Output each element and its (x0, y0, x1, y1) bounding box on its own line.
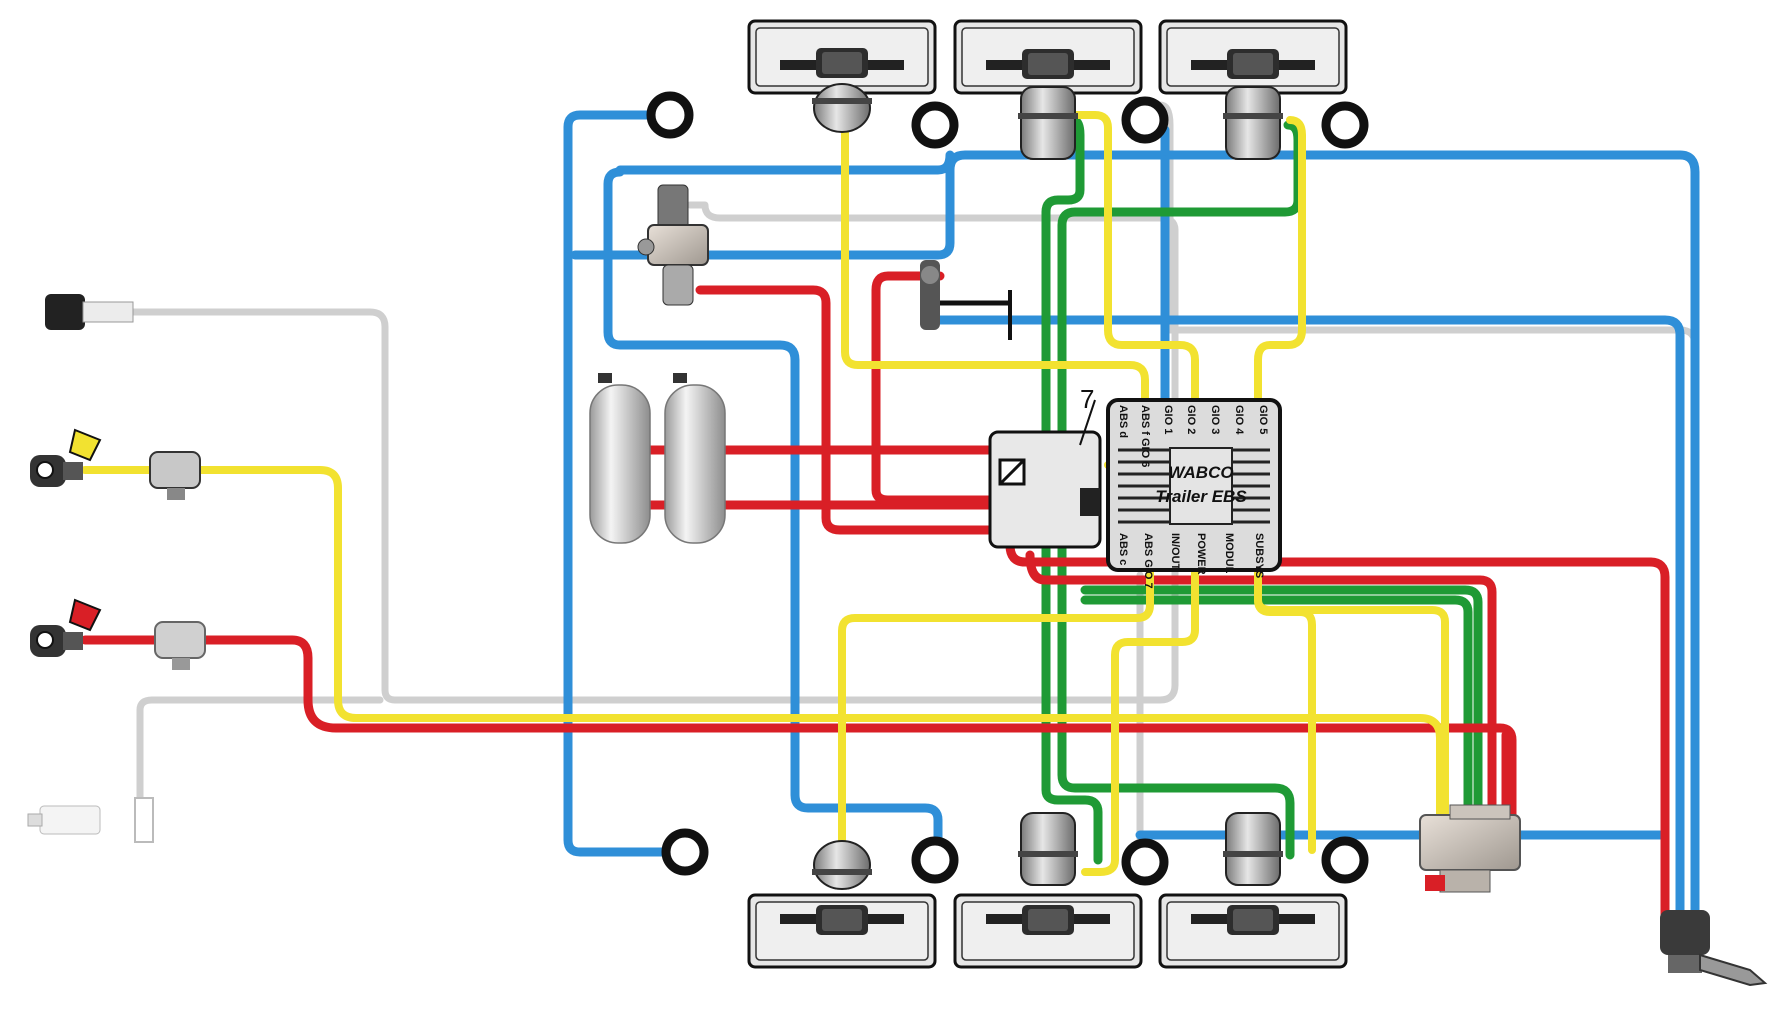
port-abs-gio7: ABS GIO 7 (1142, 533, 1154, 589)
wheel-sensors (646, 91, 1369, 886)
port-in-out: IN/OUT (1169, 533, 1181, 571)
module-top-ports: ABS d ABS f GIO 6 GIO 1 GIO 2 GIO 3 GIO … (1117, 405, 1269, 467)
socket-handle (1660, 910, 1768, 987)
air-tanks (589, 373, 726, 544)
port-gio4: GIO 4 (1233, 405, 1245, 435)
port-power: POWER (1195, 533, 1207, 575)
green-line-right-a (1080, 585, 1483, 815)
brake-chamber-top-1 (812, 48, 872, 133)
brake-chamber-top-2 (1018, 49, 1078, 160)
yellow-line-top-left (841, 116, 1149, 409)
brake-chamber-bottom-1 (812, 840, 872, 935)
red-line-coupling (80, 635, 1517, 825)
sensor-ring-bottom-4 (1321, 836, 1369, 884)
sensor-ring-top-2 (911, 101, 959, 149)
electric-connector (45, 294, 134, 330)
blue-line-mid-cross (615, 150, 955, 175)
sensor-ring-top-3 (1121, 96, 1169, 144)
port-gio1: GIO 1 (1162, 405, 1174, 434)
port-subsys: SUBSYS (1253, 533, 1265, 578)
yellow-line-top-right (1254, 116, 1306, 409)
port-gio2: GIO 2 (1185, 405, 1197, 434)
red-line-valve-loop (695, 285, 1005, 535)
sensor-ring-bottom-2 (911, 836, 959, 884)
yellow-line-top-mid (1071, 111, 1199, 409)
brake-chamber-bottom-3 (1223, 812, 1283, 935)
green-line-top-left (1041, 115, 1103, 865)
brake-chamber-top-3 (1223, 49, 1283, 160)
control-line-filter (149, 451, 201, 500)
module-name: Trailer EBS (1155, 487, 1247, 506)
red-line-module-out-b (1025, 550, 1497, 825)
ebs-module: WABCO Trailer EBS ABS d ABS f GIO 6 GIO … (1106, 398, 1282, 589)
ebs-relay-valve: 7 (988, 384, 1102, 549)
sensor-ring-bottom-3 (1121, 838, 1169, 886)
control-lines (81, 111, 1449, 876)
delivery-lines (563, 110, 1700, 925)
sensor-ring-bottom-1 (661, 828, 709, 876)
port-abs-c: ABS c (1117, 533, 1129, 565)
supply-line-filter (154, 621, 206, 670)
brake-chambers (812, 48, 1283, 935)
red-line-relay-feed (871, 271, 1005, 505)
blue-line-right-feed (925, 315, 1685, 925)
port-abs-d: ABS d (1117, 405, 1129, 438)
brake-chamber-bottom-2 (1018, 812, 1078, 935)
supply-coupling-head (30, 598, 102, 657)
module-bottom-ports: ABS c ABS GIO 7 IN/OUT POWER MODUL SUBSY… (1117, 533, 1265, 589)
electric-cable-lower (136, 696, 384, 824)
trailer-relay-valve (1419, 804, 1521, 893)
park-release-valve (637, 184, 709, 306)
port-modul: MODUL (1223, 533, 1235, 574)
air-tank-2 (664, 373, 726, 544)
callout-number: 7 (1080, 384, 1094, 414)
yellow-line-bottom-mid (1081, 566, 1199, 876)
height-control-valve (920, 260, 1012, 340)
blue-line-left-loop (563, 110, 667, 857)
sensor-ring-top-1 (646, 91, 694, 139)
air-tank-1 (589, 373, 651, 544)
yellow-line-to-valve (1254, 566, 1449, 819)
port-gio3: GIO 3 (1209, 405, 1221, 434)
port-abs-f-gio6: ABS f GIO 6 (1139, 405, 1151, 467)
yellow-line-bottom-left (838, 566, 1154, 854)
red-line-module-out (1005, 540, 1670, 920)
electric-lines (86, 101, 1699, 919)
blue-line-supply (603, 167, 943, 845)
port-gio5: GIO 5 (1257, 405, 1269, 434)
green-line-right-b (1080, 595, 1473, 815)
yellow-line-coupling (81, 466, 1444, 819)
sensor-ring-top-4 (1321, 101, 1369, 149)
plug-connector-white (27, 797, 154, 843)
module-brand: WABCO (1168, 463, 1233, 482)
electric-cable-main (86, 201, 1179, 704)
control-coupling-head (30, 428, 102, 487)
